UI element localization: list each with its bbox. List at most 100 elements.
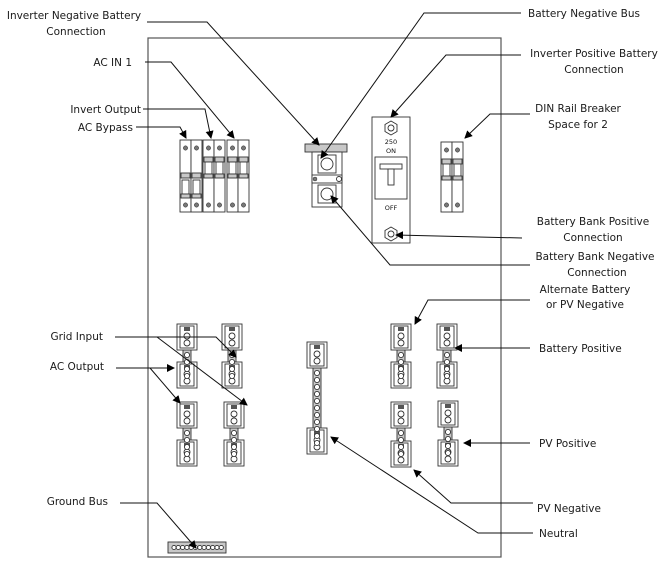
- bus-screw: [230, 443, 238, 451]
- labels: Inverter Negative Battery Connection AC …: [7, 8, 658, 540]
- bus-screw: [397, 351, 405, 359]
- bus-screw: [313, 376, 321, 384]
- label-neutral: Neutral: [539, 528, 578, 540]
- battery-bank-negative-terminal: [320, 187, 334, 201]
- label-invert-output: Invert Output: [70, 104, 141, 116]
- label-battery-bank-negative-line1: Battery Bank Negative: [535, 251, 654, 263]
- label-inverter-positive-line2: Connection: [564, 64, 623, 76]
- label-battery-bank-positive-line1: Battery Bank Positive: [537, 216, 649, 228]
- leader-ground-bus: [120, 502, 197, 549]
- bus-screw: [313, 418, 321, 426]
- leader-din-rail: [464, 113, 530, 139]
- bus-screw: [397, 443, 405, 451]
- label-din-rail-line2: Space for 2: [548, 119, 608, 131]
- ground-screw: [214, 544, 220, 551]
- terminal-block: [436, 323, 458, 351]
- bus-screw: [313, 439, 321, 447]
- bus-screw: [230, 436, 238, 444]
- label-inverter-negative-line1: Inverter Negative Battery: [7, 10, 141, 22]
- leader-neutral: [330, 436, 533, 534]
- bus-screw: [443, 372, 451, 380]
- breaker-off-label: OFF: [385, 204, 398, 212]
- label-inverter-positive-line1: Inverter Positive Battery: [530, 48, 658, 60]
- label-pv-negative: PV Negative: [537, 503, 601, 515]
- bus-screw: [444, 435, 452, 443]
- battery-negative-assembly: [304, 143, 348, 208]
- bus-screw: [443, 365, 451, 373]
- bus-screw: [313, 411, 321, 419]
- bus-screw: [183, 450, 191, 458]
- terminal-block: [390, 401, 412, 429]
- leader-ac-output-2: [149, 367, 181, 404]
- ground-screw: [180, 544, 186, 551]
- ac-output-bus-2: [176, 401, 198, 467]
- ground-screw: [218, 544, 224, 551]
- bus-screw: [313, 383, 321, 391]
- leader-ac-bypass: [136, 126, 187, 139]
- leader-grid-input-1: [115, 336, 237, 358]
- bus-screw: [313, 390, 321, 398]
- bus-screw: [313, 404, 321, 412]
- bus-screw: [313, 397, 321, 405]
- label-battery-bank-negative-line2: Connection: [567, 267, 626, 279]
- bus-screw: [183, 372, 191, 380]
- bus-screw: [230, 429, 238, 437]
- bus-screw: [313, 425, 321, 433]
- leader-alt-battery: [414, 299, 530, 325]
- bus-screw: [443, 358, 451, 366]
- bus-screw: [230, 450, 238, 458]
- terminal-block: [221, 323, 243, 351]
- ground-screw: [171, 544, 177, 551]
- bus-screw: [313, 369, 321, 377]
- breaker-handle[interactable]: [387, 168, 395, 186]
- breaker-on-label: ON: [386, 147, 396, 155]
- pv-negative-bus: [390, 401, 412, 468]
- bus-screw: [183, 436, 191, 444]
- leader-battery-bank-positive: [395, 231, 523, 240]
- bus-screw: [228, 358, 236, 366]
- ground-bus: [167, 541, 227, 554]
- label-alt-battery-line2: or PV Negative: [546, 299, 624, 311]
- bus-screw: [397, 372, 405, 380]
- ground-screw: [201, 544, 207, 551]
- label-battery-bank-positive-line2: Connection: [563, 232, 622, 244]
- bus-screw: [443, 351, 451, 359]
- bus-screw: [444, 428, 452, 436]
- leader-battery-negative-bus: [320, 12, 521, 159]
- terminal-block: [223, 401, 245, 429]
- leader-battery-bank-negative: [330, 195, 530, 266]
- bus-screw: [397, 436, 405, 444]
- ground-screw: [210, 544, 216, 551]
- enclosure-panel: [147, 37, 502, 558]
- label-ground-bus: Ground Bus: [47, 496, 108, 508]
- bus-screw: [444, 449, 452, 457]
- din-rail-breaker-space: [440, 141, 464, 213]
- battery-positive-bus: [436, 323, 458, 389]
- bus-screw: [183, 365, 191, 373]
- bus-screw: [397, 450, 405, 458]
- bus-screw: [313, 432, 321, 440]
- bus-screw: [183, 443, 191, 451]
- ac-output-bus-1: [176, 323, 198, 389]
- terminal-block: [306, 341, 328, 369]
- ac-breakers: [179, 139, 250, 213]
- alt-battery-negative-bus: [390, 323, 412, 389]
- leader-lines: [115, 12, 533, 549]
- bus-screw: [183, 351, 191, 359]
- label-pv-positive: PV Positive: [539, 438, 596, 450]
- ground-screw: [197, 544, 203, 551]
- label-battery-negative-bus: Battery Negative Bus: [528, 8, 640, 20]
- bus-screw: [183, 429, 191, 437]
- neutral-bus: [306, 341, 328, 455]
- label-ac-bypass: AC Bypass: [78, 122, 133, 134]
- ground-screw: [188, 544, 194, 551]
- leader-inverter-negative: [147, 21, 320, 146]
- label-din-rail-line1: DIN Rail Breaker: [535, 103, 621, 115]
- bus-screw: [228, 372, 236, 380]
- main-dc-breaker: 250 ON OFF: [371, 116, 411, 244]
- breaker-rating: 250: [385, 138, 397, 146]
- grid-input-bus-2: [223, 401, 245, 467]
- terminal-block: [437, 400, 459, 428]
- bus-screw: [228, 365, 236, 373]
